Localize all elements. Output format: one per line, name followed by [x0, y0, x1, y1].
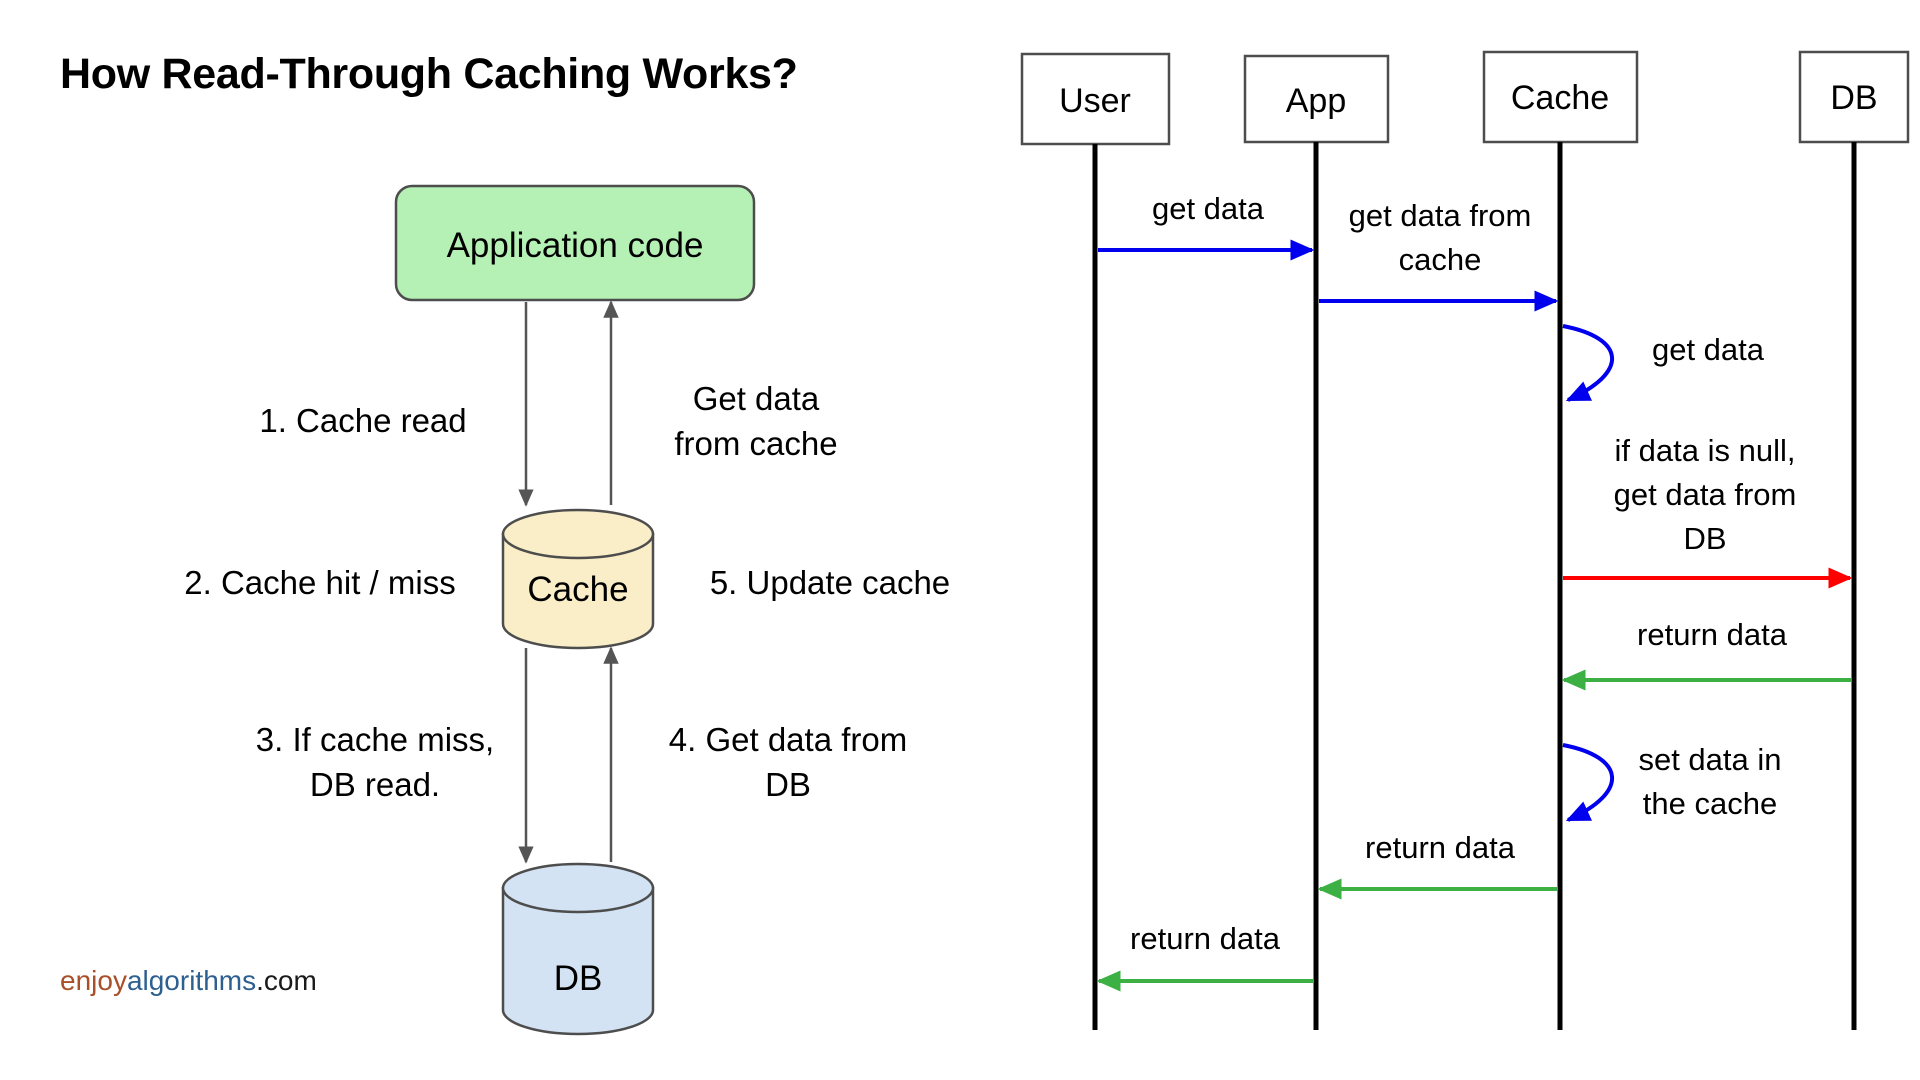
sequence-message-get-data-user-app: get data: [1098, 191, 1315, 261]
flow-label-step-5-line-1: 5. Update cache: [710, 564, 950, 601]
msg-arrow-m3-self-loop: [1562, 324, 1615, 402]
db-cylinder-body: [501, 886, 655, 1036]
flow-label-step-1: 1. Cache read: [259, 402, 466, 439]
sequence-message-if-data-null-get-from-db: if data is null, get data from DB: [1563, 433, 1853, 589]
flow-label-get-data-from-cache: Get data from cache: [674, 380, 837, 462]
brand-watermark[interactable]: enjoyalgorithms.com: [60, 965, 317, 996]
db-node-label: DB: [554, 959, 603, 998]
sequence-message-self-get-data: get data: [1562, 324, 1765, 402]
flow-label-step-3: 3. If cache miss, DB read.: [256, 721, 494, 803]
flow-node-cache[interactable]: Cache: [501, 508, 655, 650]
msg-label-m6-line-2: the cache: [1643, 786, 1777, 821]
msg-label-m3-line-1: get data: [1652, 332, 1765, 367]
sequence-actor-user[interactable]: User: [1020, 52, 1171, 146]
db-cylinder-top: [501, 862, 655, 914]
sequence-message-return-data-app-user: return data: [1096, 921, 1313, 992]
actor-box-db: [1798, 50, 1910, 144]
actor-box-cache: [1482, 50, 1639, 144]
flow-node-db[interactable]: DB: [501, 862, 655, 1036]
brand-part-algorithms: algorithms: [127, 965, 256, 996]
msg-label-m1-line-1: get data: [1152, 191, 1265, 226]
msg-label-m4-line-2: get data from: [1614, 477, 1797, 512]
msg-label-m4-line-3: DB: [1683, 521, 1726, 556]
msg-label-m6-line-1: set data in: [1638, 742, 1781, 777]
sequence-message-self-set-data: set data in the cache: [1562, 742, 1782, 822]
flow-label-step-2-line-1: 2. Cache hit / miss: [184, 564, 455, 601]
msg-arrow-m6-self-loop: [1562, 743, 1615, 822]
flow-label-step-5: 5. Update cache: [710, 564, 950, 601]
flow-label-get-data-line-1: Get data: [693, 380, 820, 417]
actor-label-cache: Cache: [1511, 79, 1609, 117]
flow-diagram: Application code Cache DB: [184, 184, 950, 1036]
msg-label-m2-line-1: get data from: [1349, 198, 1532, 233]
flow-node-application-code[interactable]: Application code: [394, 184, 756, 302]
msg-label-m4-line-1: if data is null,: [1615, 433, 1796, 468]
sequence-diagram: User App Cache DB get dat: [1020, 50, 1910, 1030]
flow-label-step-4: 4. Get data from DB: [669, 721, 907, 803]
flow-label-step-1-line-1: 1. Cache read: [259, 402, 466, 439]
cache-node-label: Cache: [527, 570, 628, 609]
cache-cylinder-body: [501, 532, 655, 650]
msg-label-m5-line-1: return data: [1637, 617, 1788, 652]
sequence-actor-cache[interactable]: Cache: [1482, 50, 1639, 144]
page-title: How Read-Through Caching Works?: [60, 50, 798, 98]
actor-label-user: User: [1059, 82, 1131, 120]
sequence-message-return-data-cache-app: return data: [1317, 830, 1557, 900]
flow-label-step-4-line-2: DB: [765, 766, 811, 803]
sequence-message-return-data-db-cache: return data: [1561, 617, 1851, 691]
msg-label-m2-line-2: cache: [1399, 242, 1482, 277]
flow-label-step-3-line-1: 3. If cache miss,: [256, 721, 494, 758]
sequence-actor-db[interactable]: DB: [1798, 50, 1910, 144]
actor-label-db: DB: [1830, 79, 1877, 117]
flow-label-step-2: 2. Cache hit / miss: [184, 564, 455, 601]
msg-label-m8-line-1: return data: [1130, 921, 1281, 956]
application-code-label: Application code: [447, 226, 704, 265]
flow-label-step-3-line-2: DB read.: [310, 766, 440, 803]
sequence-actor-app[interactable]: App: [1243, 54, 1390, 144]
application-code-box: [394, 184, 756, 302]
brand-text: enjoyalgorithms.com: [60, 965, 317, 996]
sequence-message-get-data-from-cache: get data from cache: [1319, 198, 1559, 312]
flow-label-get-data-line-2: from cache: [674, 425, 837, 462]
brand-part-dotcom: .com: [256, 965, 317, 996]
flow-label-step-4-line-1: 4. Get data from: [669, 721, 907, 758]
brand-part-enjoy: enjoy: [60, 965, 127, 996]
msg-label-m7-line-1: return data: [1365, 830, 1516, 865]
cache-cylinder-top: [501, 508, 655, 560]
actor-label-app: App: [1286, 82, 1347, 120]
